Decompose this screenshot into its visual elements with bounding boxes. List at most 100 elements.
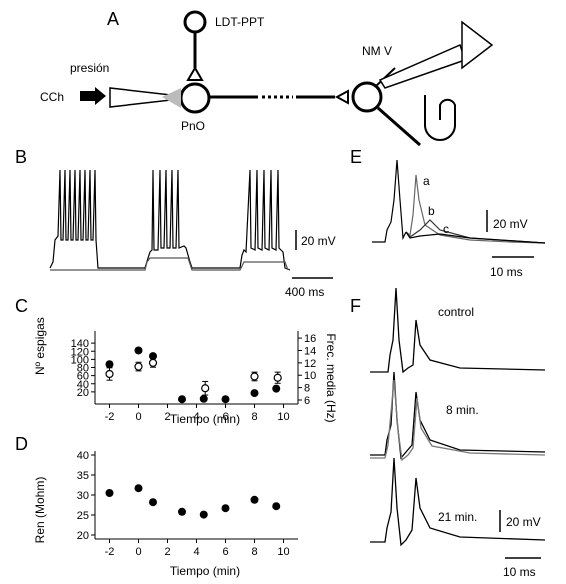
x-tick-label: 8 [251, 546, 257, 558]
data-point [199, 510, 208, 519]
data-point-open [250, 372, 259, 381]
synapse-terminal [186, 66, 204, 81]
x-tick-label: 2 [164, 411, 170, 423]
x-tick-label: 2 [164, 546, 170, 558]
data-point [134, 484, 143, 493]
panel-label-c: C [15, 296, 28, 316]
arrow-icon [80, 87, 106, 105]
panel-b-scale: 20 mV 400 ms [285, 230, 336, 299]
panel-b-traces [49, 169, 291, 271]
trace-burst-1 [49, 169, 145, 269]
x-tick-label: -2 [105, 546, 115, 558]
panel-label-f: F [350, 296, 361, 316]
trace-f-8min-overlay [370, 379, 546, 462]
panel-f-traces [370, 287, 546, 547]
muscle-icon [424, 95, 456, 141]
y-tick-label: 80 [77, 363, 89, 375]
panel-e-trace-b: b [428, 204, 435, 218]
trace-e-base [372, 159, 407, 243]
data-point [178, 507, 186, 516]
panel-label-a: A [107, 9, 119, 29]
data-point [221, 504, 230, 513]
data-point [250, 495, 259, 504]
data-point [199, 394, 208, 403]
data-point [178, 395, 186, 404]
data-point [134, 346, 143, 355]
y-tick-label: 100 [71, 354, 89, 366]
trace-e-c [405, 231, 546, 244]
trace-burst-3 [239, 169, 291, 271]
y-tick-label: 40 [77, 379, 89, 391]
y2-tick-label: 6 [304, 395, 310, 407]
y2-tick-label: 16 [304, 333, 316, 345]
data-point-open [273, 373, 282, 382]
chart-d-ylabel: Ren (Mohm) [33, 477, 47, 544]
data-point-open [148, 358, 158, 367]
y-tick-label: 30 [77, 490, 89, 502]
chart-c-xlabel: Tiempo (min) [170, 412, 240, 426]
trace-underlay [50, 257, 289, 271]
x-tick-label: -2 [105, 411, 115, 423]
panel-label-e: E [350, 147, 362, 167]
ldt-ppt-neuron [183, 10, 207, 34]
nmv-label: NM V [362, 44, 392, 58]
x-tick-label: 8 [251, 411, 257, 423]
x-tick-label: 4 [193, 546, 199, 558]
pno-neuron [179, 82, 211, 114]
x-tick-label: 10 [277, 411, 289, 423]
panel-f-21min: 21 min. [438, 510, 477, 524]
y-tick-label: 35 [77, 470, 89, 482]
panel-label-b: B [15, 147, 27, 167]
y-tick-label: 20 [77, 387, 89, 399]
chart-c-ylabel: Nº espigas [33, 317, 47, 375]
data-point [272, 384, 281, 393]
x-tick-label: 6 [222, 411, 228, 423]
data-point [221, 395, 230, 404]
schematic-diagram: LDT-PPT PnO presión CCh NM V [40, 10, 494, 147]
y2-tick-label: 10 [304, 370, 316, 382]
trace-f-8min [370, 371, 546, 460]
panel-f-8min: 8 min. [446, 403, 479, 417]
trace-burst-2 [144, 169, 240, 269]
trace-f-control [370, 287, 546, 374]
trace-e-a [405, 174, 546, 244]
y2-tick-label: 14 [304, 345, 316, 357]
data-point-open [105, 369, 114, 379]
trace-f-21min [370, 457, 546, 547]
pressure-label: presión [70, 61, 109, 75]
x-tick-label: 6 [222, 546, 228, 558]
y-tick-label: 20 [77, 530, 89, 542]
y-tick-label: 40 [77, 450, 89, 462]
x-tick-label: 10 [277, 546, 289, 558]
panel-e-trace-a: a [423, 174, 430, 188]
panel-label-d: D [15, 434, 28, 454]
chart-c-y2label: Frec. media (Hz) [324, 333, 338, 422]
x-tick-label: 4 [193, 411, 199, 423]
panel-f-scale-mv: 20 mV [506, 515, 541, 529]
y2-tick-label: 12 [304, 358, 316, 370]
recording-pipette [378, 43, 466, 89]
nmv-axon [377, 106, 421, 147]
nmv-neuron [351, 81, 383, 113]
panel-b-scale-ms: 400 ms [285, 285, 324, 299]
data-point [105, 360, 114, 369]
data-point [149, 498, 157, 507]
amplifier-icon [461, 20, 494, 70]
data-point [105, 489, 114, 497]
ldt-ppt-label: LDT-PPT [215, 15, 265, 29]
chart-c: Nº espigas Frec. media (Hz) Tiempo (min)… [33, 317, 338, 426]
pno-label: PnO [181, 119, 205, 133]
panel-b-scale-mv: 20 mV [301, 234, 336, 248]
x-tick-label: 0 [135, 411, 141, 423]
panel-e-scale-mv: 20 mV [493, 217, 528, 231]
x-tick-label: 0 [135, 546, 141, 558]
y-tick-label: 120 [71, 346, 89, 358]
nmv-synapse [334, 89, 349, 105]
y-tick-label: 25 [77, 510, 89, 522]
panel-f-control: control [438, 305, 474, 319]
data-point-open [134, 362, 143, 371]
panel-f-scale-ms: 10 ms [503, 565, 536, 579]
cch-label: CCh [40, 90, 64, 104]
